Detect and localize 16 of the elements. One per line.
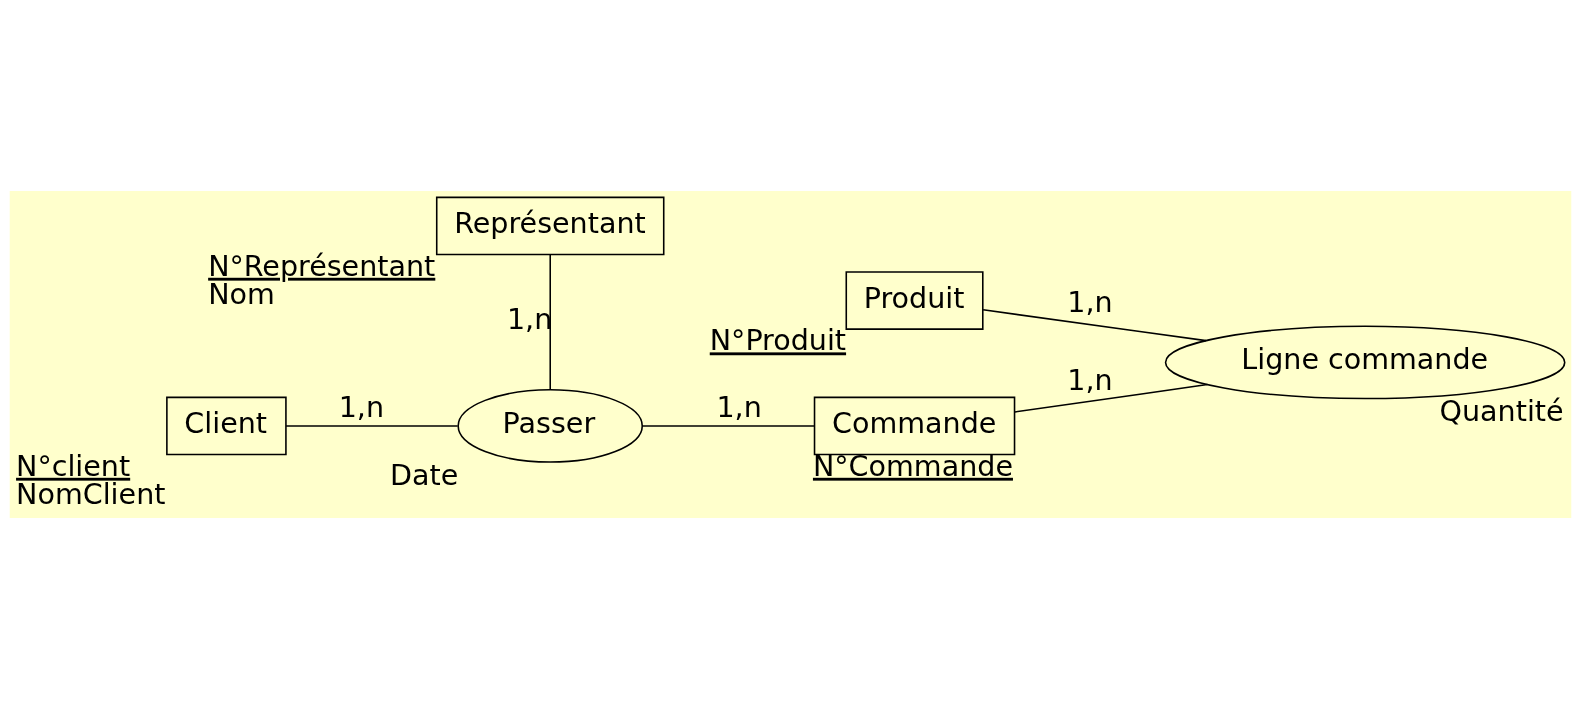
node-box: Produit [845, 271, 984, 330]
connector [641, 425, 815, 427]
node-box: Représentant [435, 196, 665, 256]
connector [982, 309, 1207, 342]
node-label: Date [389, 457, 459, 492]
node-box: Commande [813, 396, 1016, 456]
edge-label: 1,n [1067, 363, 1113, 398]
node-label: N°Produit [709, 323, 847, 358]
connector [549, 253, 552, 391]
connector [285, 425, 459, 427]
edge-label: 1,n [338, 390, 385, 425]
node-box: Client [166, 396, 287, 456]
edge-label: 1,n [1067, 285, 1113, 320]
connector [1014, 383, 1209, 413]
edge-label: 1,n [716, 390, 762, 425]
node-ellipse: Passer [457, 389, 644, 463]
